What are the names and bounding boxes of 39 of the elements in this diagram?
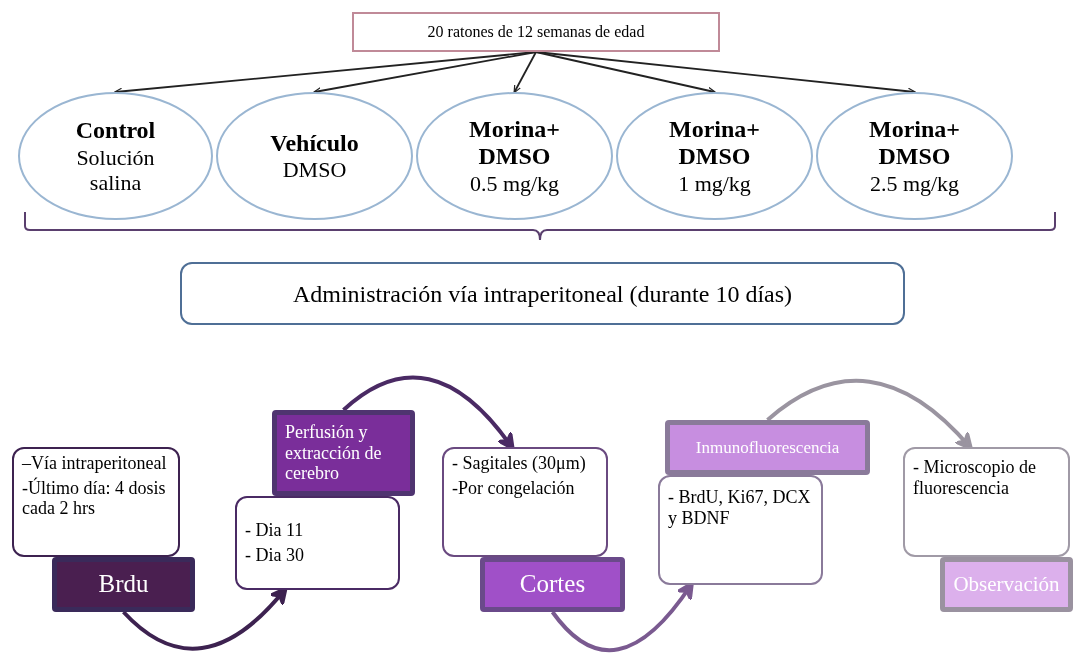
node-text: 20 ratones de 12 semanas de edad	[427, 22, 645, 42]
node-text: -Por congelación	[452, 477, 576, 499]
node-text: Inmunofluorescencia	[695, 437, 840, 458]
node-text: Vehículo	[270, 129, 359, 158]
node-text: Administración vía intraperitoneal (durante 10 días)	[292, 279, 793, 309]
step-card	[235, 496, 400, 590]
node-text: Perfusión y extracción de cerebro	[285, 421, 383, 485]
node-text: Morina+ DMSO	[868, 115, 961, 171]
group-box	[352, 12, 720, 52]
node-text: Observación	[953, 572, 1060, 597]
node-text: - BrdU, Ki67, DCX y BDNF	[668, 487, 812, 529]
node-text: - Dia 11	[245, 520, 305, 541]
step-label	[480, 557, 625, 612]
step-card	[442, 447, 608, 557]
step-card	[658, 475, 823, 585]
node-text: 0.5 mg/kg	[469, 170, 560, 197]
node-text: Morina+ DMSO	[468, 115, 561, 171]
step-label	[52, 557, 195, 612]
node-text: -Último día: 4 dosis cada 2 hrs	[22, 477, 167, 520]
step-card	[12, 447, 180, 557]
node-text: Cortes	[519, 570, 586, 599]
node-text: Solución salina	[75, 144, 156, 196]
step-label	[940, 557, 1073, 612]
node-text: - Microscopio de fluorescencia	[913, 457, 1037, 499]
node-text: - Dia 30	[245, 544, 305, 566]
arrow	[513, 51, 537, 94]
step-label	[665, 420, 870, 475]
process-box	[180, 262, 905, 325]
node-text: DMSO	[282, 157, 347, 183]
step-label	[272, 410, 415, 496]
node-text: - Sagitales (30μm)	[452, 453, 587, 474]
node-text: Morina+ DMSO	[668, 115, 761, 171]
node-text: Control	[75, 116, 156, 145]
arrow	[313, 51, 537, 95]
node-text: 2.5 mg/kg	[869, 170, 960, 197]
step-card	[903, 447, 1070, 557]
node-text: Brdu	[98, 570, 149, 599]
node-text: –Vía intraperitoneal	[22, 453, 168, 474]
node-text: 1 mg/kg	[678, 170, 751, 197]
